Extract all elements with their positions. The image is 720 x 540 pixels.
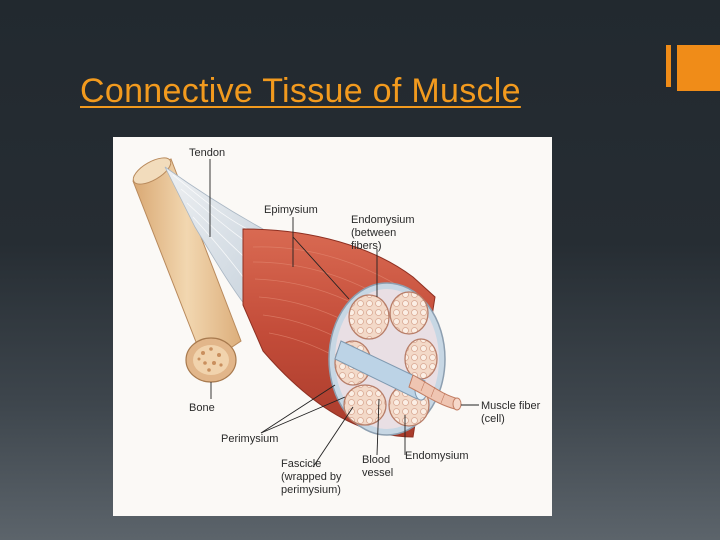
label-fascicle: Fascicle (wrapped by perimysium) — [281, 458, 345, 496]
muscle-illustration: Tendon Epimysium Endomysium (between fib… — [132, 147, 543, 496]
label-blood-vessel: Blood vessel — [362, 454, 393, 479]
slide-title: Connective Tissue of Muscle — [80, 72, 521, 110]
bone — [132, 157, 242, 383]
muscle-diagram: Tendon Epimysium Endomysium (between fib… — [113, 137, 552, 516]
label-bone: Bone — [189, 402, 215, 414]
label-tendon: Tendon — [189, 147, 225, 159]
leader-lines — [209, 159, 479, 468]
accent-bar — [666, 45, 671, 87]
muscle-fiber — [408, 374, 462, 411]
label-perimysium: Perimysium — [221, 433, 278, 445]
label-endomysium-between: Endomysium (between fibers) — [351, 214, 418, 252]
label-muscle-fiber: Muscle fiber (cell) — [481, 400, 543, 425]
label-epimysium: Epimysium — [264, 204, 318, 216]
accent-square — [677, 45, 720, 91]
label-endomysium: Endomysium — [405, 450, 469, 462]
